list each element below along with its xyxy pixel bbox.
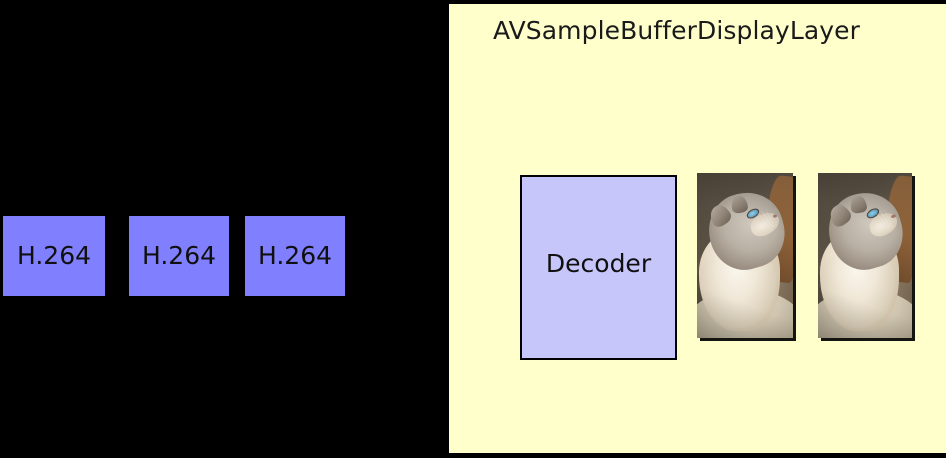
decoder-block: Decoder (520, 175, 677, 360)
h264-packet-3: H.264 (245, 216, 345, 296)
decoded-frame-2 (818, 173, 912, 338)
h264-packet-2: H.264 (129, 216, 229, 296)
decoded-frame-1 (697, 173, 793, 338)
decoder-label: Decoder (545, 249, 652, 278)
avsamplebufferdisplaylayer-panel: AVSampleBufferDisplayLayer Decoder (449, 4, 946, 453)
cat-photo-2 (818, 173, 912, 338)
h264-packet-1: H.264 (3, 216, 105, 296)
h264-packet-label: H.264 (16, 240, 92, 270)
cat-photo-1 (697, 173, 793, 338)
h264-packet-label: H.264 (141, 240, 217, 270)
photo-vignette (697, 173, 793, 338)
photo-vignette (818, 173, 912, 338)
panel-title: AVSampleBufferDisplayLayer (492, 16, 861, 45)
h264-packet-label: H.264 (257, 240, 333, 270)
